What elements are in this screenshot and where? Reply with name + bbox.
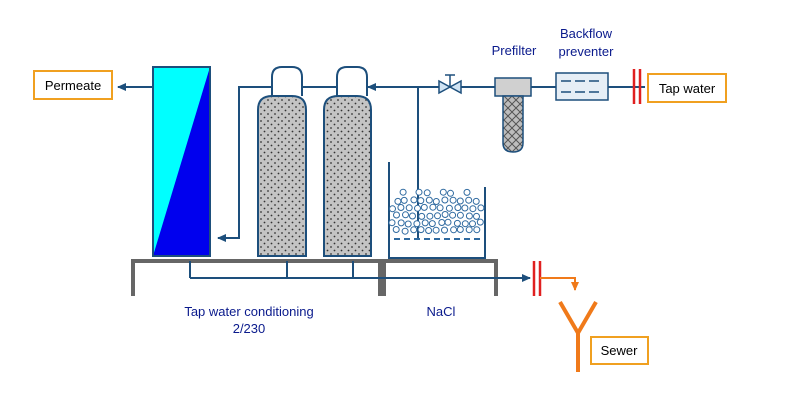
salt-pellet	[473, 226, 481, 234]
salt-pellet	[426, 212, 434, 220]
salt-pellet	[436, 204, 444, 212]
backflow-label-line2: preventer	[559, 44, 615, 59]
salt-pellet	[405, 204, 413, 212]
salt-pellet	[465, 196, 473, 204]
salt-pellet	[414, 204, 421, 212]
salt-pellet	[477, 204, 485, 212]
salt-pellet	[461, 220, 469, 228]
sewer-flange	[532, 261, 542, 296]
salt-pellet	[434, 212, 441, 220]
salt-pellet	[463, 188, 471, 196]
salt-pellet	[388, 219, 396, 227]
salt-pellet	[461, 204, 469, 212]
salt-pellet	[476, 218, 484, 226]
salt-pellet	[473, 212, 480, 220]
salt-pellet	[393, 211, 400, 219]
tap-water-flange	[632, 69, 642, 104]
salt-pellet	[410, 196, 418, 204]
salt-pellet	[417, 197, 425, 205]
tap-water-label: Tap water	[647, 73, 727, 103]
salt-pellet	[415, 188, 423, 196]
salt-pellet	[456, 197, 464, 205]
salt-pellet	[417, 226, 425, 234]
prefilter-icon	[494, 77, 532, 153]
svg-text:Sewer: Sewer	[601, 343, 639, 358]
salt-pellet	[447, 189, 454, 197]
salt-pellet	[456, 211, 464, 219]
salt-pellet	[410, 226, 418, 234]
salt-pellet	[413, 220, 421, 228]
salt-pellet	[404, 220, 412, 228]
salt-pellet	[438, 219, 446, 226]
salt-pellet	[469, 220, 476, 228]
prefilter-label: Prefilter	[492, 43, 537, 58]
salt-pellet	[397, 219, 405, 227]
softener-tank-1	[257, 66, 307, 257]
svg-text:Tap water: Tap water	[659, 81, 716, 96]
salt-pellet	[425, 196, 433, 204]
salt-pellet	[401, 227, 409, 235]
salt-pellet	[465, 226, 473, 234]
salt-pellet	[465, 212, 473, 220]
salt-pellet	[441, 226, 448, 234]
salt-pellet	[432, 226, 440, 234]
salt-pellet	[469, 205, 477, 213]
sewer-label: Sewer	[590, 336, 649, 365]
softener-tank-2	[323, 66, 372, 257]
salt-pellet	[454, 204, 462, 212]
salt-pellet	[449, 211, 457, 219]
salt-pellet	[400, 196, 408, 204]
conditioning-label-line2: 2/230	[233, 321, 266, 336]
salt-pellet	[429, 203, 437, 211]
salt-pellet	[397, 204, 405, 211]
salt-pellet	[432, 198, 440, 205]
salt-pellet	[394, 197, 402, 205]
salt-pellets	[388, 188, 485, 235]
salt-pellet	[420, 203, 428, 211]
salt-pellet	[456, 226, 464, 233]
salt-pellet	[444, 218, 452, 226]
salt-pellet	[445, 204, 453, 212]
membrane-module	[152, 66, 211, 257]
salt-pellet	[392, 226, 400, 233]
salt-pellet	[425, 227, 433, 234]
salt-pellet	[449, 196, 457, 204]
salt-pellet	[428, 220, 436, 228]
salt-pellet	[450, 226, 458, 234]
salt-pellet	[421, 219, 429, 227]
backflow-preventer-icon	[555, 72, 609, 101]
salt-pellet	[472, 197, 480, 205]
salt-pellet	[441, 211, 449, 218]
salt-pellet	[453, 219, 461, 227]
salt-pellet	[418, 212, 426, 220]
salt-pellet	[399, 188, 407, 196]
salt-pellet	[439, 188, 447, 196]
svg-text:Permeate: Permeate	[45, 78, 101, 93]
brine-tank	[388, 162, 486, 259]
permeate-label: Permeate	[33, 70, 113, 100]
salt-pellet	[409, 212, 416, 220]
salt-pellet	[423, 189, 431, 197]
salt-pellet	[441, 196, 449, 204]
nacl-label: NaCl	[427, 304, 456, 319]
salt-pellet	[402, 211, 409, 219]
shutoff-valve-icon	[438, 74, 462, 95]
salt-pellet	[389, 205, 396, 213]
conditioning-label-line1: Tap water conditioning	[184, 304, 313, 319]
sewer-drain-icon	[540, 277, 598, 372]
backflow-label-line1: Backflow	[560, 26, 613, 41]
